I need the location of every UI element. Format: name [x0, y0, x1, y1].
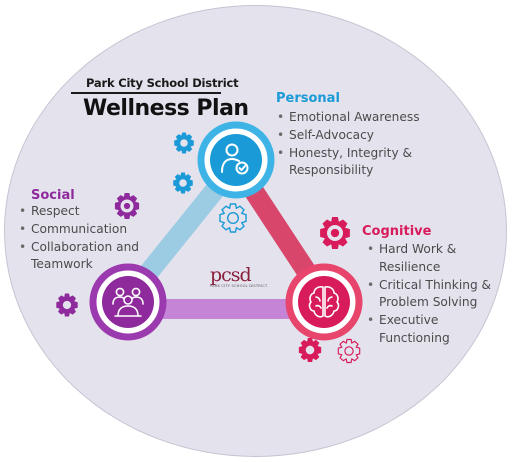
gear-icon	[174, 132, 194, 154]
list-item: Respect	[18, 203, 139, 221]
district-name: Park City School District	[86, 76, 239, 90]
gear-icon	[337, 338, 361, 364]
list-item: Functioning	[379, 330, 450, 345]
social-list: Respect Communication Collaboration and …	[18, 203, 139, 274]
logo-mark: pcsd	[210, 264, 252, 286]
logo-subtitle: Park City School District	[210, 284, 268, 288]
list-item: Honesty, Integrity &	[276, 145, 420, 163]
person-check-icon	[221, 143, 249, 175]
list-item: Resilience	[379, 259, 441, 274]
gear-icon	[56, 293, 78, 317]
list-item: Emotional Awareness	[276, 109, 420, 127]
social-node	[89, 263, 167, 341]
list-item: Communication	[18, 221, 139, 239]
list-item: Self-Advocacy	[276, 127, 420, 145]
list-item: Teamwork	[31, 257, 93, 272]
gear-icon	[173, 172, 193, 194]
cognitive-node	[285, 263, 363, 341]
pcsd-logo: pcsd Park City School District	[210, 266, 267, 289]
personal-list: Emotional Awareness Self-Advocacy Honest…	[276, 109, 420, 180]
personal-node	[197, 121, 275, 199]
gear-icon	[298, 338, 322, 362]
cognitive-list: Hard Work & Resilience Critical Thinking…	[366, 241, 491, 348]
brain-icon	[308, 286, 340, 318]
page-title: Wellness Plan	[83, 96, 249, 121]
list-item: Critical Thinking &	[366, 277, 491, 295]
list-item: Executive	[366, 312, 491, 330]
social-heading: Social	[31, 188, 75, 203]
gear-icon	[320, 217, 350, 249]
list-item: Problem Solving	[379, 295, 478, 310]
list-item: Collaboration and	[18, 239, 139, 257]
list-item: Hard Work &	[366, 241, 491, 259]
group-icon	[112, 287, 144, 317]
personal-heading: Personal	[276, 91, 340, 106]
list-item: Responsibility	[289, 163, 374, 178]
cognitive-heading: Cognitive	[362, 224, 432, 239]
gear-icon	[219, 203, 247, 233]
title-divider	[71, 92, 221, 94]
